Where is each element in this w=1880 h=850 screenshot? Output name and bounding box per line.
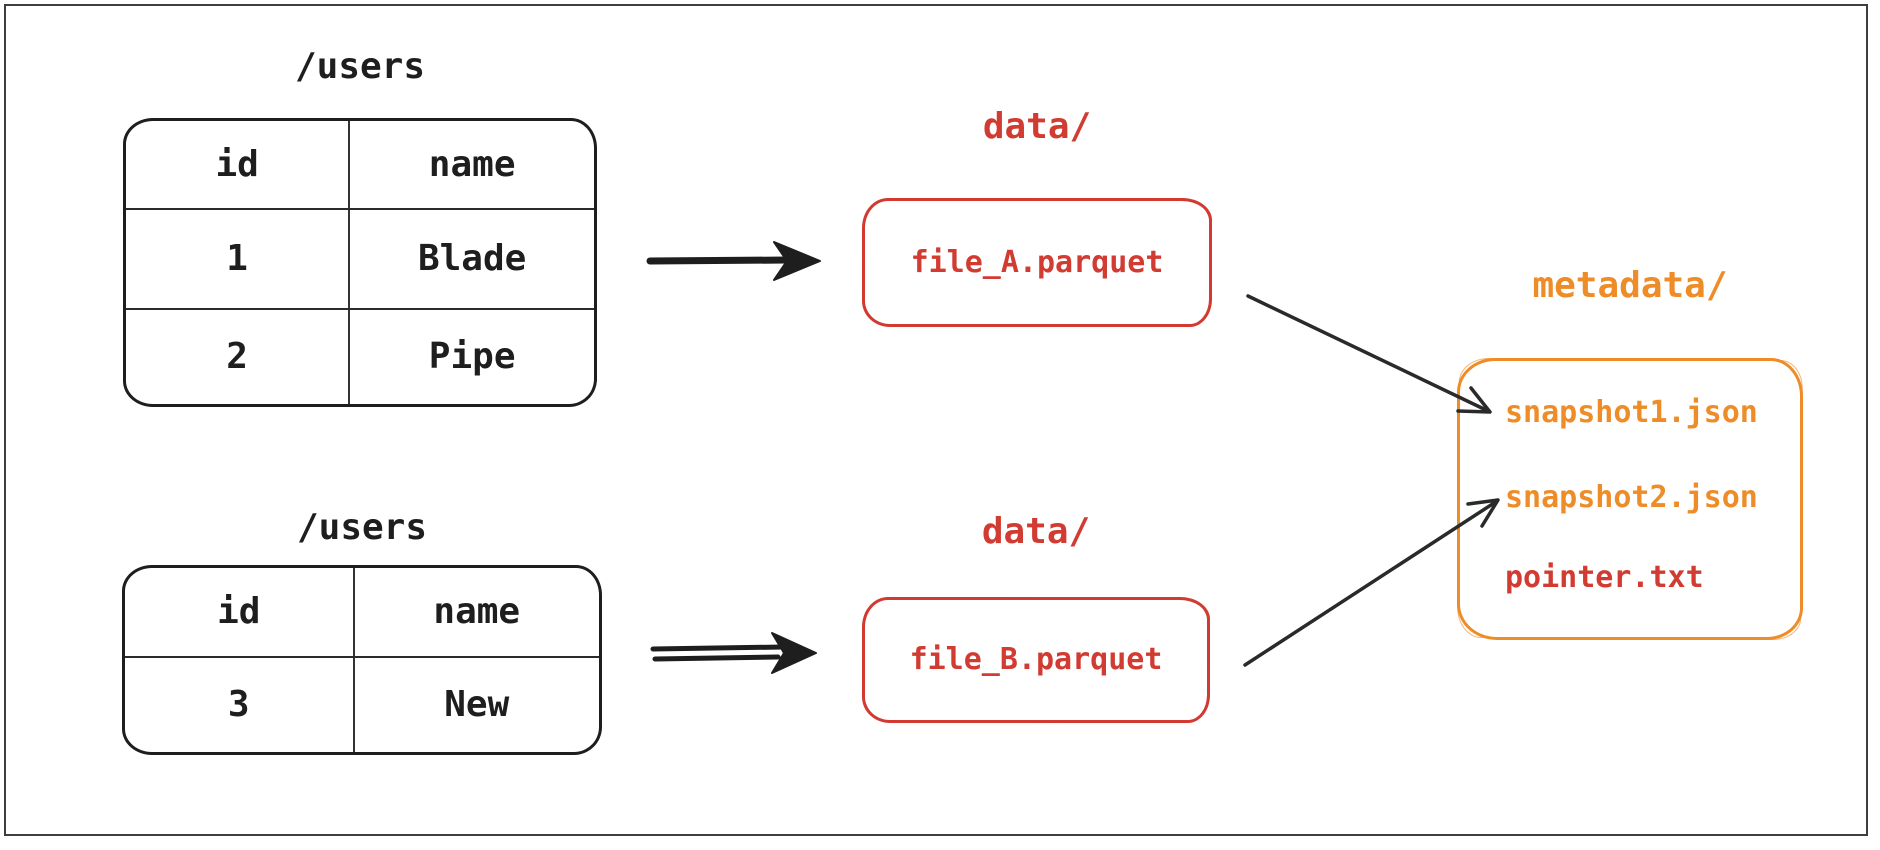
metadata-folder-label: metadata/ (1532, 265, 1728, 306)
table1-header-name: name (428, 143, 516, 185)
table2-title: /users (296, 507, 428, 548)
metadata-file-snapshot1: snapshot1.json (1505, 395, 1758, 430)
table-row: id name (125, 568, 599, 656)
table-row: 3 New (125, 656, 599, 752)
table2-header-name: name (433, 591, 521, 632)
file-a-name: file_A.parquet (910, 244, 1164, 280)
users-table-2: id name 3 New (122, 565, 602, 755)
file-b-name: file_B.parquet (909, 642, 1163, 677)
table1-cell-id-1: 1 (126, 210, 351, 308)
file-b-box: file_B.parquet (862, 597, 1210, 723)
file-a-box: file_A.parquet (862, 198, 1212, 327)
table-row: id name (126, 121, 594, 208)
table1-cell-id-2: 2 (126, 310, 351, 404)
metadata-box (1457, 358, 1803, 640)
table-row: 2 Pipe (126, 308, 594, 404)
data-folder-label-a: data/ (982, 106, 1092, 147)
table-row: 1 Blade (126, 208, 594, 308)
metadata-file-snapshot2: snapshot2.json (1505, 480, 1758, 515)
metadata-file-pointer: pointer.txt (1505, 560, 1704, 595)
table1-title: /users (294, 46, 426, 87)
data-folder-label-b: data/ (981, 511, 1091, 552)
table1-header-id: id (126, 121, 351, 208)
table1-cell-name-1: Blade (417, 238, 527, 279)
users-table-1: id name 1 Blade 2 Pipe (123, 118, 597, 407)
table2-header-id: id (125, 568, 355, 656)
table2-cell-name-3: New (444, 684, 510, 725)
table1-cell-name-2: Pipe (428, 336, 516, 377)
table2-cell-id-3: 3 (125, 658, 355, 752)
